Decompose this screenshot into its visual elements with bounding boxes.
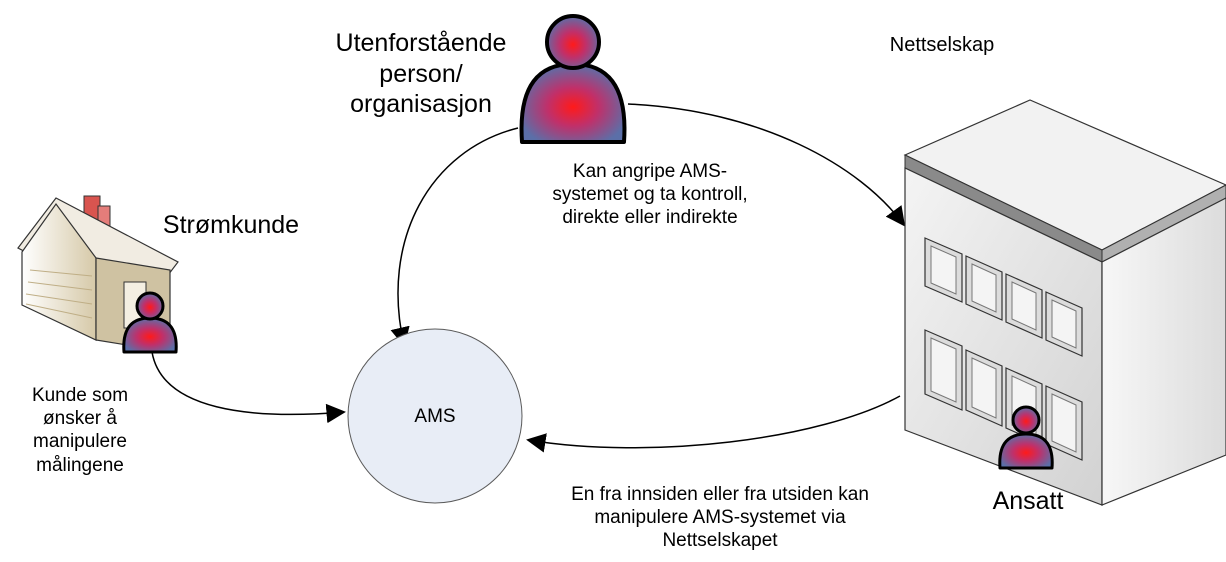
arrow-company-to-ams: [526, 395, 901, 453]
arrow-outsider-to-company: [627, 103, 906, 227]
insider-note-line: manipulere AMS-systemet via: [594, 507, 846, 529]
customer-note-line: ønsker å: [43, 408, 117, 430]
office-building-icon: [903, 99, 1226, 506]
arrow-customer-to-ams: [151, 351, 346, 424]
customer-person-icon: [122, 291, 178, 354]
employee-label-text: Ansatt: [992, 487, 1064, 515]
company-title-text: Nettselskap: [889, 34, 995, 56]
insider-note: En fra innsiden eller fra utsiden kan ma…: [512, 483, 928, 553]
outsider-note-line: direkte eller indirekte: [562, 207, 738, 229]
employee-person-icon: [998, 405, 1054, 470]
customer-note-line: Kunde som: [31, 385, 129, 406]
ams-label: AMS: [385, 405, 485, 428]
outsider-label-line: Utenforstående: [335, 29, 507, 57]
ams-label-text: AMS: [414, 406, 456, 427]
connectors: [151, 103, 906, 453]
customer-note-line: manipulere: [33, 431, 127, 453]
arrow-outsider-to-ams: [390, 127, 519, 347]
company-title: Nettselskap: [852, 33, 1032, 57]
outsider-label-line: person/: [379, 59, 463, 88]
customer-note-line: målingene: [36, 454, 124, 476]
outsider-note-line: Kan angripe AMS-: [572, 161, 728, 182]
employee-label: Ansatt: [975, 486, 1081, 517]
outsider-label-line: organisasjon: [350, 90, 492, 118]
outsider-label: Utenforstående person/ organisasjon: [318, 28, 524, 120]
customer-title: Strømkunde: [146, 210, 316, 241]
insider-note-line: Nettselskapet: [662, 530, 778, 552]
insider-note-line: En fra innsiden eller fra utsiden kan: [571, 484, 869, 505]
ams-node: [347, 328, 523, 504]
outsider-note-line: systemet og ta kontroll,: [552, 184, 748, 206]
outsider-note: Kan angripe AMS- systemet og ta kontroll…: [522, 160, 778, 230]
outsider-person-icon: [519, 14, 627, 144]
customer-note: Kunde som ønsker å manipulere målingene: [10, 384, 150, 477]
customer-title-text: Strømkunde: [162, 211, 300, 239]
